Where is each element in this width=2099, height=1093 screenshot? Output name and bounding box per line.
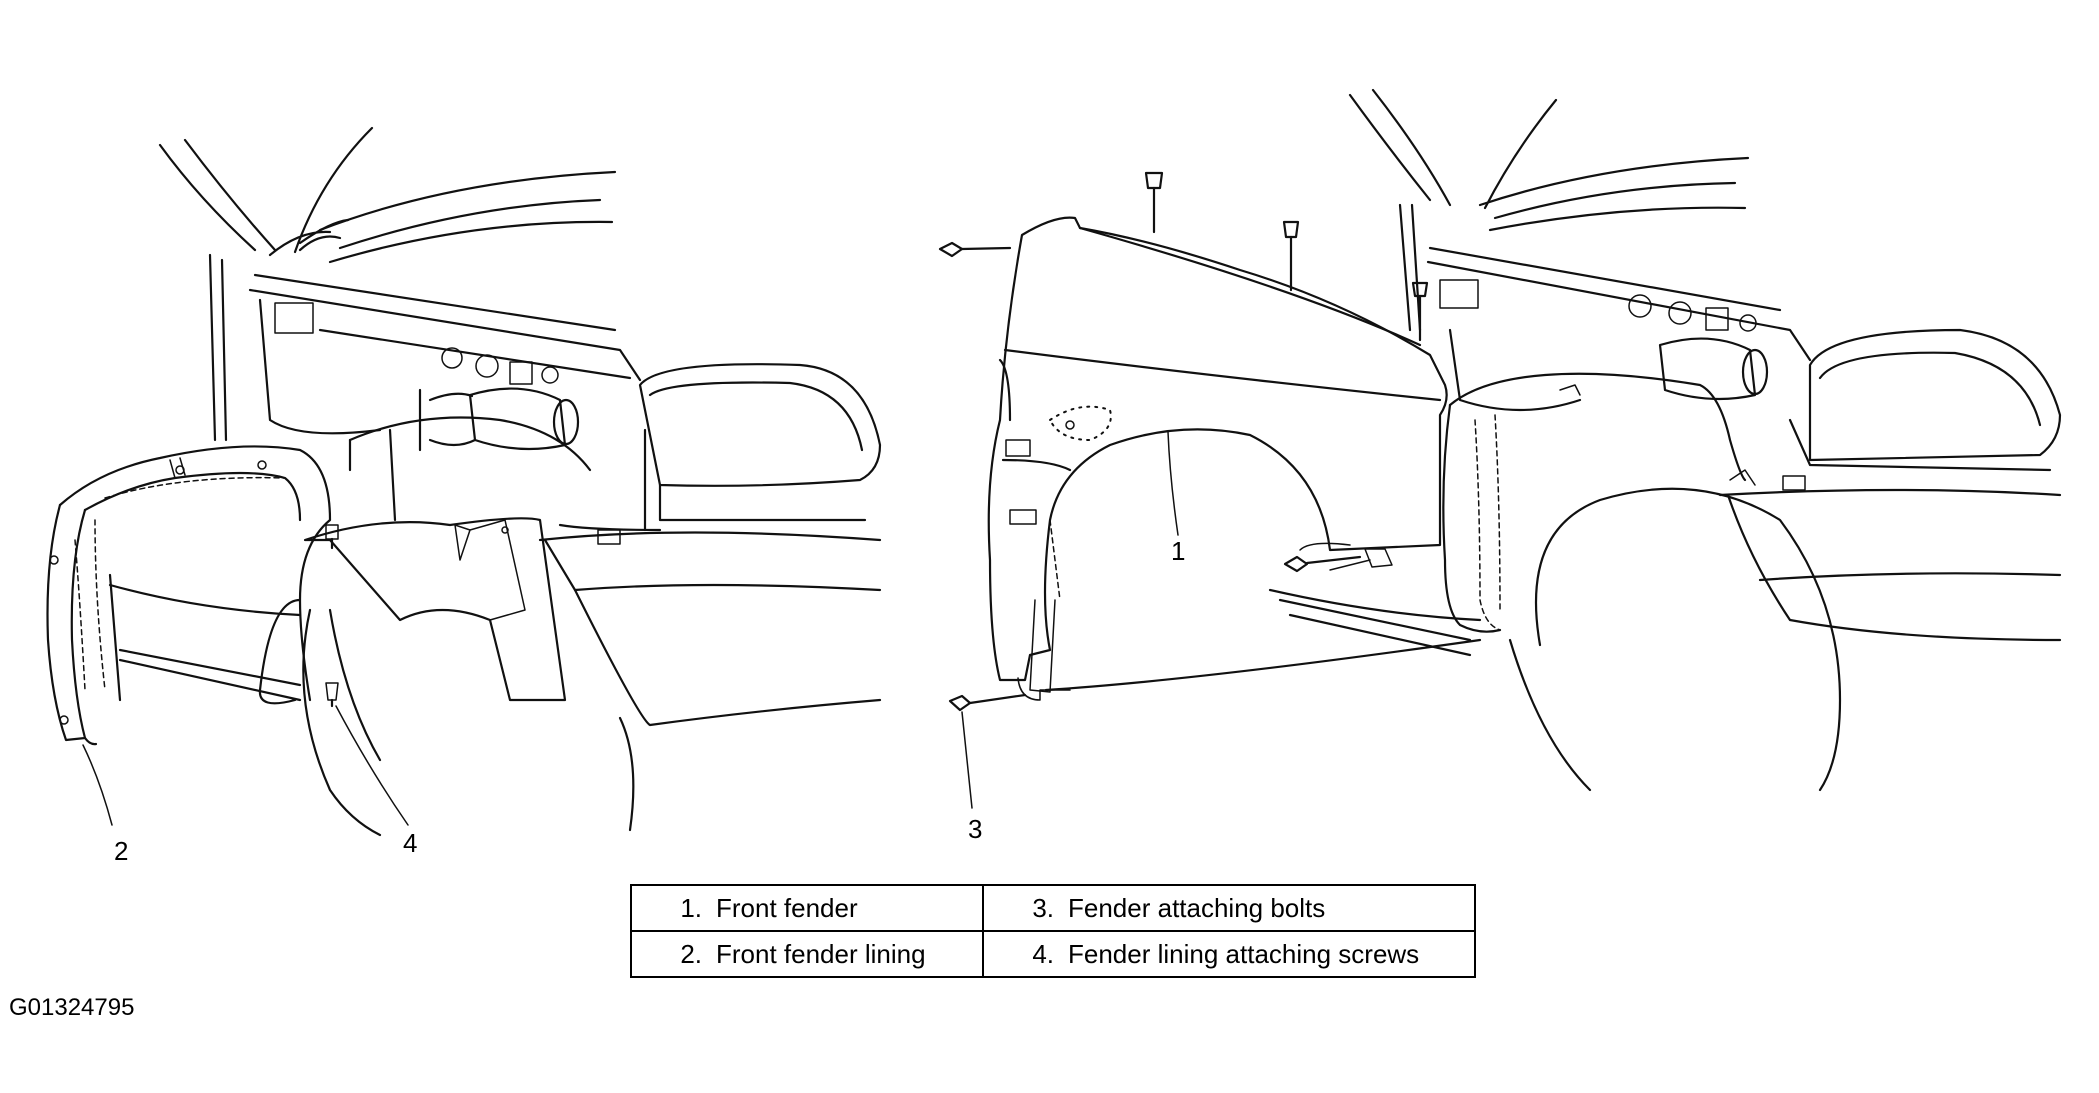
legend-row: 2. Front fender lining 4. Fender lining at…	[630, 930, 1476, 978]
legend-number: 4.	[1032, 938, 1054, 969]
legend-row: 1. Front fender 3. Fender attaching bolts	[630, 884, 1476, 932]
legend-cell: 3. Fender attaching bolts	[982, 884, 1476, 932]
legend-number: 3.	[1032, 892, 1054, 923]
legend-number: 1.	[680, 892, 702, 923]
legend-label: Front fender lining	[716, 938, 926, 969]
right-view-fender	[938, 88, 2062, 809]
parts-legend: 1.Front fender 3.Fender attaching bolts …	[630, 884, 1476, 978]
legend-cell: 2. Front fender lining	[630, 930, 984, 978]
callout-4: 4	[403, 828, 417, 858]
legend-number: 2.	[680, 938, 702, 969]
legend-label: Fender lining attaching screws	[1068, 938, 1420, 969]
fender-bolts	[938, 171, 1429, 712]
legend-cell: 4. Fender lining attaching screws	[982, 930, 1476, 978]
figure-id: G01324795	[9, 994, 135, 1021]
callout-1: 1	[1171, 536, 1185, 566]
left-view-fender-lining	[46, 126, 882, 837]
legend-label: Fender attaching bolts	[1068, 892, 1326, 923]
callout-2: 2	[114, 836, 128, 866]
callout-3: 3	[968, 814, 982, 844]
legend-label: Front fender	[716, 892, 858, 923]
legend-cell: 1. Front fender	[630, 884, 984, 932]
